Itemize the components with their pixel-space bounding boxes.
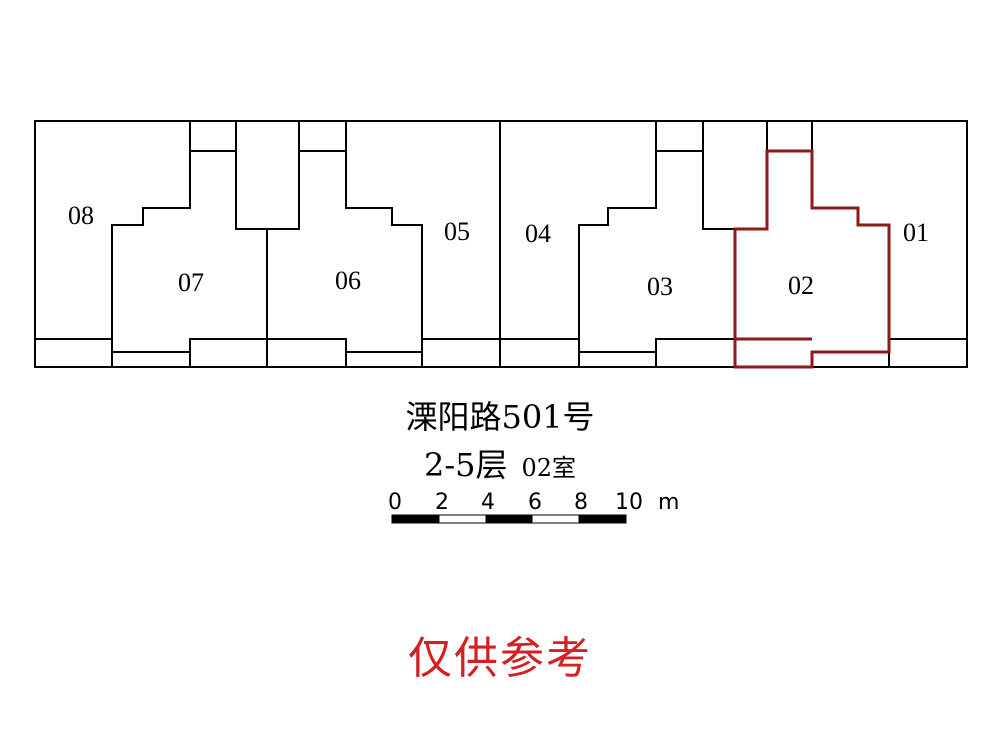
address-title: 溧阳路501号 xyxy=(405,398,595,436)
unit-label-05: 05 xyxy=(444,217,470,246)
scale-tick-label-6: 6 xyxy=(528,490,542,515)
unit-02-outline xyxy=(733,149,891,369)
scale-segment-3 xyxy=(485,514,533,524)
building-walls xyxy=(34,120,968,368)
unit-label-01: 01 xyxy=(903,218,929,247)
scale-unit-label: m xyxy=(658,490,679,515)
unit-label-08: 08 xyxy=(68,201,94,230)
room-label: 02室 xyxy=(521,454,577,482)
unit-06-balcony xyxy=(266,338,347,368)
floor-room-title: 2-5层 02室 xyxy=(0,440,1000,486)
scale-segment-4 xyxy=(531,514,580,524)
scale-segment-5 xyxy=(578,514,627,524)
floors-label: 2-5层 xyxy=(423,446,508,484)
unit-07-outline xyxy=(111,150,268,367)
scale-segment-2 xyxy=(438,514,487,524)
scale-tick-label-0: 0 xyxy=(388,490,402,515)
unit-label-06: 06 xyxy=(335,266,361,295)
stair-core-west xyxy=(235,120,300,230)
unit-labels: 08 07 06 05 04 03 02 01 xyxy=(68,201,929,301)
scale-segment-1 xyxy=(391,514,440,524)
scale-tick-label-2: 2 xyxy=(435,490,449,515)
unit-label-03: 03 xyxy=(647,272,673,301)
scale-tick-label-8: 8 xyxy=(574,490,588,515)
scale-tick-label-4: 4 xyxy=(481,490,495,515)
unit-07-balcony xyxy=(189,338,268,368)
scale-tick-label-10: 10 xyxy=(615,490,643,515)
reference-only-watermark: 仅供参考 xyxy=(408,633,592,684)
unit-03-outline xyxy=(578,150,735,367)
unit-06-outline xyxy=(267,150,423,367)
scale-bar: 0 2 4 6 8 10 m xyxy=(388,490,679,524)
unit-02-highlight xyxy=(733,149,891,369)
unit-label-02: 02 xyxy=(788,271,814,300)
unit-label-07: 07 xyxy=(178,268,204,297)
unit-label-04: 04 xyxy=(525,219,551,248)
unit-03-balcony xyxy=(655,338,736,368)
